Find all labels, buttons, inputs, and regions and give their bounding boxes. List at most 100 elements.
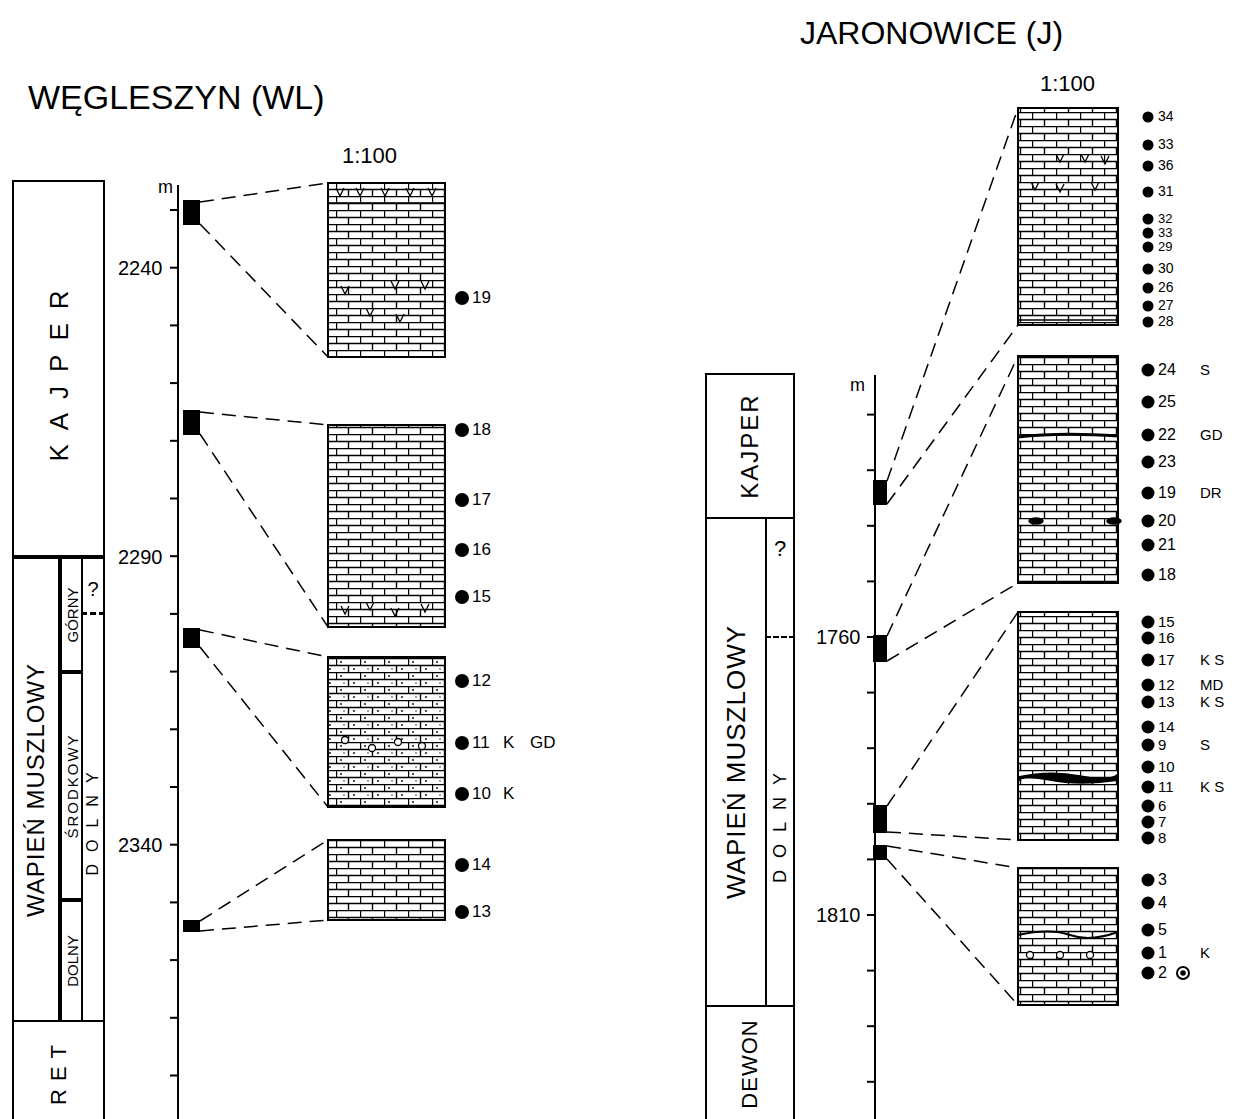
lens-symbol bbox=[1107, 518, 1121, 524]
analysis-code: K S bbox=[1200, 652, 1224, 669]
sample-number: 22 bbox=[1158, 426, 1176, 444]
sample-number: 18 bbox=[472, 421, 491, 440]
depth-tick bbox=[170, 1017, 178, 1019]
stratigraphic-band: DOLNY bbox=[81, 613, 105, 1022]
sample-number: 15 bbox=[1158, 614, 1175, 631]
sample-number: 9 bbox=[1158, 737, 1166, 754]
anhydrite-symbol bbox=[341, 286, 349, 294]
depth-tick bbox=[867, 1081, 875, 1083]
lithology-column bbox=[1018, 356, 1118, 583]
sample-number: 1 bbox=[1158, 944, 1167, 962]
sample-dot bbox=[1142, 696, 1155, 709]
sample-dot bbox=[1142, 947, 1155, 960]
sample-number: 33 bbox=[1158, 137, 1174, 152]
core-marker bbox=[183, 920, 200, 932]
scale-label: m bbox=[850, 376, 865, 396]
depth-tick bbox=[867, 970, 875, 972]
oolith-symbol bbox=[1181, 971, 1185, 975]
sample-dot bbox=[1143, 283, 1154, 294]
sample-dot bbox=[1142, 761, 1155, 774]
core-marker bbox=[873, 805, 887, 833]
sample-number: 10 bbox=[472, 785, 491, 804]
correlation-line bbox=[887, 325, 1018, 504]
sample-dot bbox=[455, 423, 469, 437]
sample-number: 4 bbox=[1158, 894, 1167, 912]
sample-dot bbox=[1142, 739, 1155, 752]
sample-number: 17 bbox=[1158, 652, 1175, 669]
anhydrite-symbol bbox=[391, 608, 399, 616]
sample-number: 18 bbox=[1158, 566, 1176, 584]
sample-dot bbox=[1142, 874, 1155, 887]
scale-label: m bbox=[158, 178, 173, 198]
sample-dot bbox=[1142, 967, 1155, 980]
lithology-column bbox=[1018, 868, 1118, 1005]
correlation-line bbox=[200, 920, 328, 931]
unit-name: WAPIEŃ MUSZLOWY bbox=[723, 625, 749, 899]
lens-symbol bbox=[1029, 518, 1043, 524]
anhydrite-symbol bbox=[356, 188, 364, 196]
sample-dot bbox=[1142, 679, 1155, 692]
depth-tick bbox=[867, 914, 875, 916]
depth-tick bbox=[170, 324, 178, 326]
bed-line bbox=[328, 202, 445, 204]
sample-number: 34 bbox=[1158, 109, 1174, 124]
core-marker bbox=[183, 628, 200, 648]
sample-number: 20 bbox=[1158, 512, 1176, 530]
sample-number: 15 bbox=[472, 588, 491, 607]
unit-name: WAPIEŃ MUSZLOWY bbox=[24, 662, 48, 916]
correlation-line bbox=[887, 583, 1018, 661]
anhydrite-symbol bbox=[1091, 182, 1099, 190]
stratigraphic-band: DEWON bbox=[705, 1005, 795, 1119]
depth-tick bbox=[867, 525, 875, 527]
sample-number: 13 bbox=[1158, 694, 1175, 711]
sample-number: 2 bbox=[1158, 964, 1167, 982]
anhydrite-symbol bbox=[366, 602, 374, 610]
sample-number: 17 bbox=[472, 491, 491, 510]
sample-dot bbox=[1143, 301, 1154, 312]
depth-tick bbox=[170, 671, 178, 673]
sample-number: 12 bbox=[472, 672, 491, 691]
anhydrite-symbol bbox=[1056, 154, 1064, 162]
scale-label: 1:100 bbox=[1040, 72, 1095, 96]
sample-dot bbox=[455, 787, 469, 801]
sample-dot bbox=[1143, 264, 1154, 275]
depth-tick bbox=[170, 959, 178, 961]
correlation-line bbox=[200, 647, 328, 807]
sample-dot bbox=[1142, 897, 1155, 910]
sample-number: 31 bbox=[1158, 184, 1174, 199]
well-title: WĘGLESZYN (WL) bbox=[28, 79, 325, 116]
sample-dot bbox=[1142, 816, 1155, 829]
depth-tick bbox=[170, 498, 178, 500]
sample-dot bbox=[1142, 616, 1155, 629]
sample-dot bbox=[1143, 228, 1154, 239]
sample-dot bbox=[455, 674, 469, 688]
anhydrite-symbol bbox=[1081, 154, 1089, 162]
sample-dot bbox=[455, 858, 469, 872]
anhydrite-symbol bbox=[341, 606, 349, 614]
correlation-line bbox=[200, 224, 328, 357]
correlation-line bbox=[887, 859, 1018, 1005]
sample-dot bbox=[1142, 632, 1155, 645]
stratigraphic-band: ? bbox=[81, 557, 105, 614]
sample-dot bbox=[455, 493, 469, 507]
unit-name: ? bbox=[774, 538, 786, 560]
sample-number: 36 bbox=[1158, 158, 1174, 173]
depth-tick bbox=[170, 1075, 178, 1077]
analysis-code: S bbox=[1200, 737, 1210, 754]
unit-name: ? bbox=[87, 579, 98, 599]
unit-name: RET bbox=[48, 1037, 70, 1105]
sample-dot bbox=[1142, 487, 1155, 500]
bed-line bbox=[1018, 319, 1118, 321]
anhydrite-symbol bbox=[428, 188, 436, 196]
stratigraphic-band: DOLNY bbox=[765, 636, 795, 1007]
unit-name: KAJPER bbox=[738, 393, 762, 498]
sample-dot bbox=[1142, 539, 1155, 552]
depth-tick bbox=[867, 469, 875, 471]
oolith-symbol bbox=[342, 737, 349, 744]
depth-tick bbox=[170, 786, 178, 788]
sample-dot bbox=[1142, 515, 1155, 528]
analysis-code: MD bbox=[1200, 677, 1223, 694]
sample-dot bbox=[455, 905, 469, 919]
depth-tick bbox=[170, 382, 178, 384]
